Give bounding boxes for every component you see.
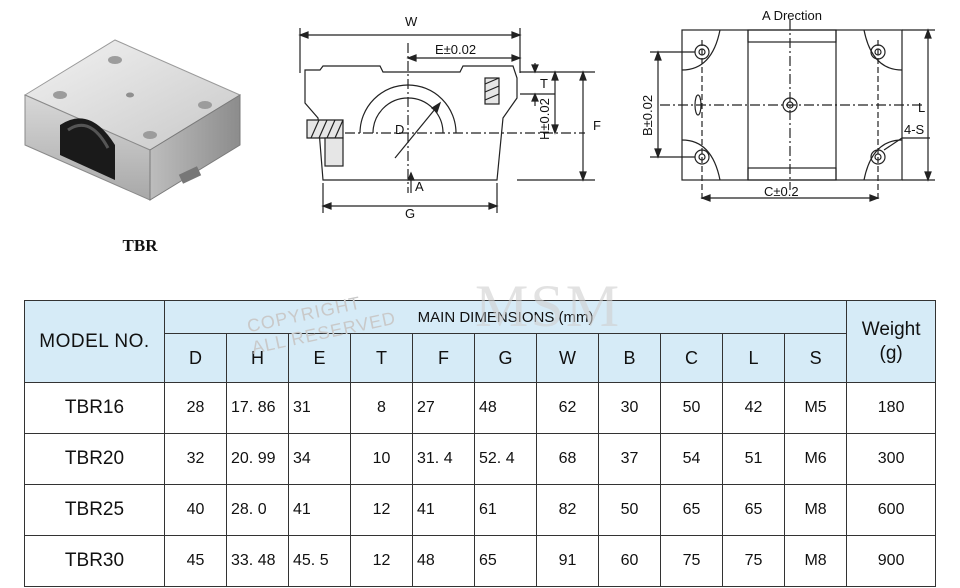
table-cell: 31: [288, 382, 351, 434]
table-cell: 30: [598, 382, 661, 434]
weight-cell: 180: [846, 382, 937, 434]
table-cell: 42: [722, 382, 785, 434]
label-t: T: [540, 76, 548, 91]
label-d: D: [395, 122, 404, 137]
label-l: L: [918, 100, 925, 115]
table-cell: 45. 5: [288, 535, 351, 587]
table-cell: 20. 99: [226, 433, 289, 485]
col-header-s: S: [783, 333, 848, 383]
product-image: [23, 39, 242, 201]
table-cell: 31. 4: [412, 433, 475, 485]
col-header-t: T: [350, 333, 413, 383]
table-cell: 65: [722, 484, 785, 536]
table-cell: M8: [783, 484, 848, 536]
table-row: TBR20 32 20. 99 34 10 31. 4 52. 4 68 37 …: [24, 433, 937, 485]
table-cell: 28. 0: [226, 484, 289, 536]
weight-cell: 600: [846, 484, 937, 536]
col-header-c: C: [660, 333, 723, 383]
col-header-w: W: [536, 333, 599, 383]
table-cell: M5: [783, 382, 848, 434]
col-header-d: D: [164, 333, 227, 383]
weight-header-label: Weight: [861, 318, 921, 340]
table-cell: 10: [350, 433, 413, 485]
table-row: TBR16 28 17. 86 31 8 27 48 62 30 50 42 M…: [24, 382, 937, 434]
table-cell: 82: [536, 484, 599, 536]
table-cell: 61: [474, 484, 537, 536]
table-cell: 75: [660, 535, 723, 587]
label-h: H±0.02: [537, 98, 552, 140]
weight-header-unit: (g): [879, 342, 903, 364]
table-cell: 41: [412, 484, 475, 536]
table-cell: 91: [536, 535, 599, 587]
table-cell: 75: [722, 535, 785, 587]
table-cell: 68: [536, 433, 599, 485]
table-cell: 37: [598, 433, 661, 485]
table-row: TBR25 40 28. 0 41 12 41 61 82 50 65 65 M…: [24, 484, 937, 536]
table-cell: 12: [350, 484, 413, 536]
main-dimensions-header: MAIN DIMENSIONS (mm): [163, 300, 848, 334]
label-a-direction: A Drection: [762, 8, 822, 23]
table-cell: 65: [474, 535, 537, 587]
table-cell: 62: [536, 382, 599, 434]
col-header-b: B: [598, 333, 661, 383]
model-cell: TBR20: [24, 433, 165, 485]
table-cell: 12: [350, 535, 413, 587]
label-e: E±0.02: [435, 42, 476, 57]
table-cell: M8: [783, 535, 848, 587]
table-cell: M6: [783, 433, 848, 485]
table-cell: 32: [164, 433, 227, 485]
side-view-drawing: W E±0.02 T H±0.02 F D A G: [298, 14, 601, 221]
dimensions-table: MODEL NO. MAIN DIMENSIONS (mm) Weight (g…: [24, 300, 937, 587]
table-cell: 28: [164, 382, 227, 434]
table-cell: 48: [412, 535, 475, 587]
col-header-l: L: [722, 333, 785, 383]
model-cell: TBR25: [24, 484, 165, 536]
table-cell: 41: [288, 484, 351, 536]
table-cell: 48: [474, 382, 537, 434]
label-4s: 4-S: [904, 122, 925, 137]
table-cell: 33. 48: [226, 535, 289, 587]
table-cell: 45: [164, 535, 227, 587]
label-c: C±0.2: [764, 184, 799, 199]
table-cell: 27: [412, 382, 475, 434]
table-cell: 17. 86: [226, 382, 289, 434]
weight-cell: 300: [846, 433, 937, 485]
label-w: W: [405, 14, 418, 29]
label-g: G: [405, 206, 415, 221]
top-view-drawing: A Drection B±0.02 L 4-S C±0.2: [640, 8, 935, 202]
table-cell: 65: [660, 484, 723, 536]
table-cell: 50: [660, 382, 723, 434]
table-row: TBR30 45 33. 48 45. 5 12 48 65 91 60 75 …: [24, 535, 937, 587]
label-f: F: [593, 118, 601, 133]
table-cell: 52. 4: [474, 433, 537, 485]
brand-watermark: MSM: [475, 273, 622, 339]
weight-header: Weight (g): [846, 300, 937, 383]
model-cell: TBR16: [24, 382, 165, 434]
model-header: MODEL NO.: [24, 300, 165, 383]
table-cell: 40: [164, 484, 227, 536]
label-a: A: [415, 179, 424, 194]
product-caption: TBR: [122, 236, 158, 255]
label-b: B±0.02: [640, 95, 655, 136]
table-cell: 60: [598, 535, 661, 587]
table-cell: 8: [350, 382, 413, 434]
table-cell: 51: [722, 433, 785, 485]
col-header-f: F: [412, 333, 475, 383]
table-cell: 50: [598, 484, 661, 536]
weight-cell: 900: [846, 535, 937, 587]
table-cell: 54: [660, 433, 723, 485]
model-cell: TBR30: [24, 535, 165, 587]
table-cell: 34: [288, 433, 351, 485]
col-header-g: G: [474, 333, 537, 383]
